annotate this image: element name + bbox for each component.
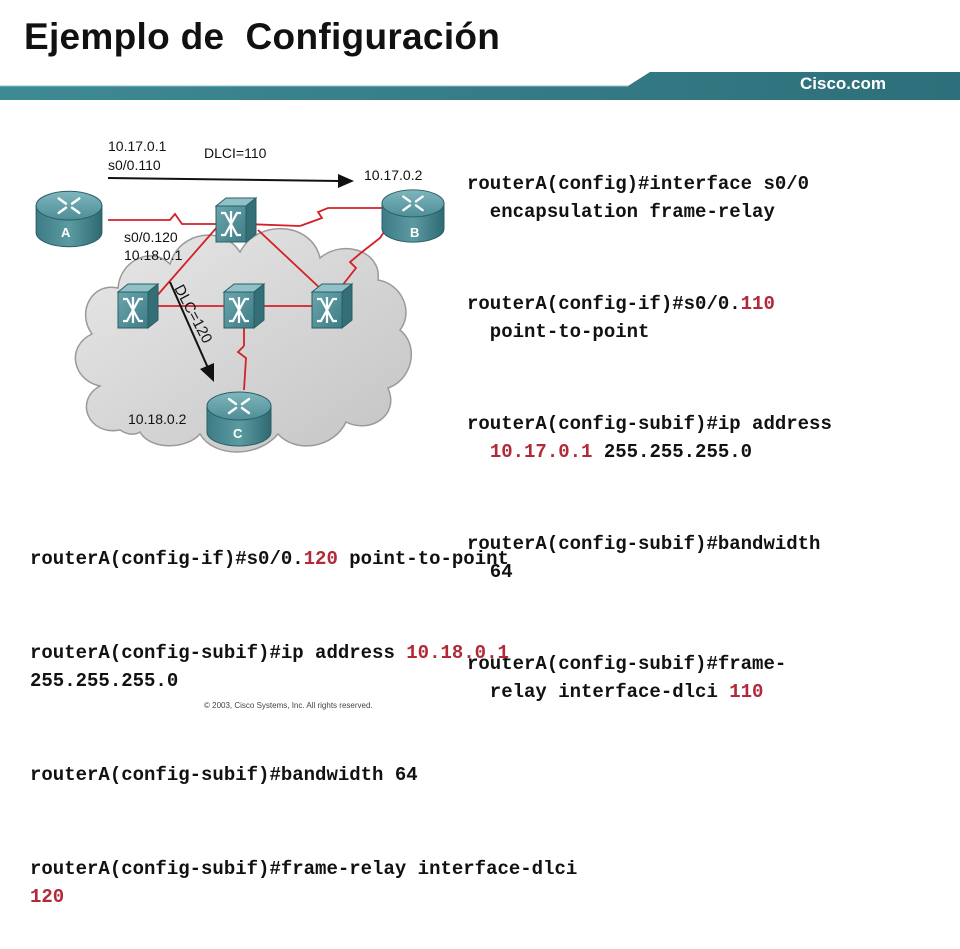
command-text: routerA(config-subif)#frame- <box>467 653 787 675</box>
cisco-brand-label: Cisco.com <box>800 74 886 93</box>
command-interface-s0: routerA(config)#interface s0/0 encapsula… <box>467 170 832 226</box>
right-command-block: routerA(config)#interface s0/0 encapsula… <box>467 114 832 742</box>
command-text: relay interface-dlci <box>467 681 730 703</box>
router-b-ip: 10.17.0.2 <box>364 167 423 183</box>
command-dlci-110: routerA(config-subif)#frame- relay inter… <box>467 650 832 706</box>
command-text: routerA(config-subif)#frame-relay interf… <box>30 858 578 880</box>
switch-right <box>310 282 354 330</box>
router-c-label: C <box>233 426 243 441</box>
switch-middle <box>222 282 266 330</box>
router-b-label: B <box>410 225 419 240</box>
indent <box>467 441 490 463</box>
command-text: routerA(config-subif)#bandwidth 64 <box>30 764 418 786</box>
command-text: point-to-point <box>467 321 650 343</box>
command-dlci-120: routerA(config-subif)#frame-relay interf… <box>30 855 577 911</box>
subnet-mask: 255.255.255.0 <box>30 670 179 692</box>
ip-address-value: 10.18.0.1 <box>406 642 509 664</box>
dlci-value: 120 <box>30 886 65 908</box>
command-text: encapsulation frame-relay <box>467 201 775 223</box>
ip-address-value: 10.17.0.1 <box>489 441 593 463</box>
copyright-notice: © 2003, Cisco Systems, Inc. All rights r… <box>204 701 373 710</box>
command-text: routerA(config-if)#s0/0. <box>467 293 741 315</box>
switch-top <box>214 196 258 244</box>
command-text: routerA(config-subif)#ip address <box>30 642 407 664</box>
dlci-value: 110 <box>729 681 764 703</box>
switch-left <box>116 282 160 330</box>
command-text: routerA(config-subif)#ip address <box>467 413 832 435</box>
command-text: point-to-point <box>337 548 509 570</box>
frame-relay-diagram: A B C 10.17.0.1 s0/0.110 DLCI=110 10.17.… <box>34 138 446 453</box>
slide-title: Ejemplo de Configuración <box>24 16 501 57</box>
command-subif-110: routerA(config-if)#s0/0.110 point-to-poi… <box>467 290 832 346</box>
subif-number: 120 <box>303 548 338 570</box>
router-a-ip-110: 10.17.0.1 <box>108 138 167 154</box>
subif-number: 110 <box>740 293 775 315</box>
subnet-mask: 255.255.255.0 <box>592 441 753 463</box>
command-text: routerA(config-if)#s0/0. <box>30 548 304 570</box>
command-bandwidth-110: routerA(config-subif)#bandwidth 64 <box>467 530 832 586</box>
command-subif-120: routerA(config-if)#s0/0.120 point-to-poi… <box>30 545 577 573</box>
router-a-label: A <box>61 225 71 240</box>
command-ip-address-110: routerA(config-subif)#ip address 10.17.0… <box>467 410 832 466</box>
pvc-arrows <box>107 174 354 382</box>
router-a-subif-120: s0/0.120 <box>124 229 178 245</box>
command-text: 64 <box>467 561 513 583</box>
router-a-subif-110: s0/0.110 <box>108 157 161 173</box>
command-text: routerA(config-subif)#bandwidth <box>467 533 821 555</box>
router-a-ip-120: 10.18.0.1 <box>124 247 183 263</box>
command-ip-address-120: routerA(config-subif)#ip address 10.18.0… <box>30 639 577 695</box>
bottom-command-block: routerA(config-if)#s0/0.120 point-to-poi… <box>30 489 577 949</box>
router-c-ip: 10.18.0.2 <box>128 411 187 427</box>
header-bar <box>0 72 960 100</box>
dlci-110-label: DLCI=110 <box>204 145 267 161</box>
command-bandwidth-120: routerA(config-subif)#bandwidth 64 <box>30 761 577 789</box>
command-text: routerA(config)#interface s0/0 <box>467 173 810 195</box>
